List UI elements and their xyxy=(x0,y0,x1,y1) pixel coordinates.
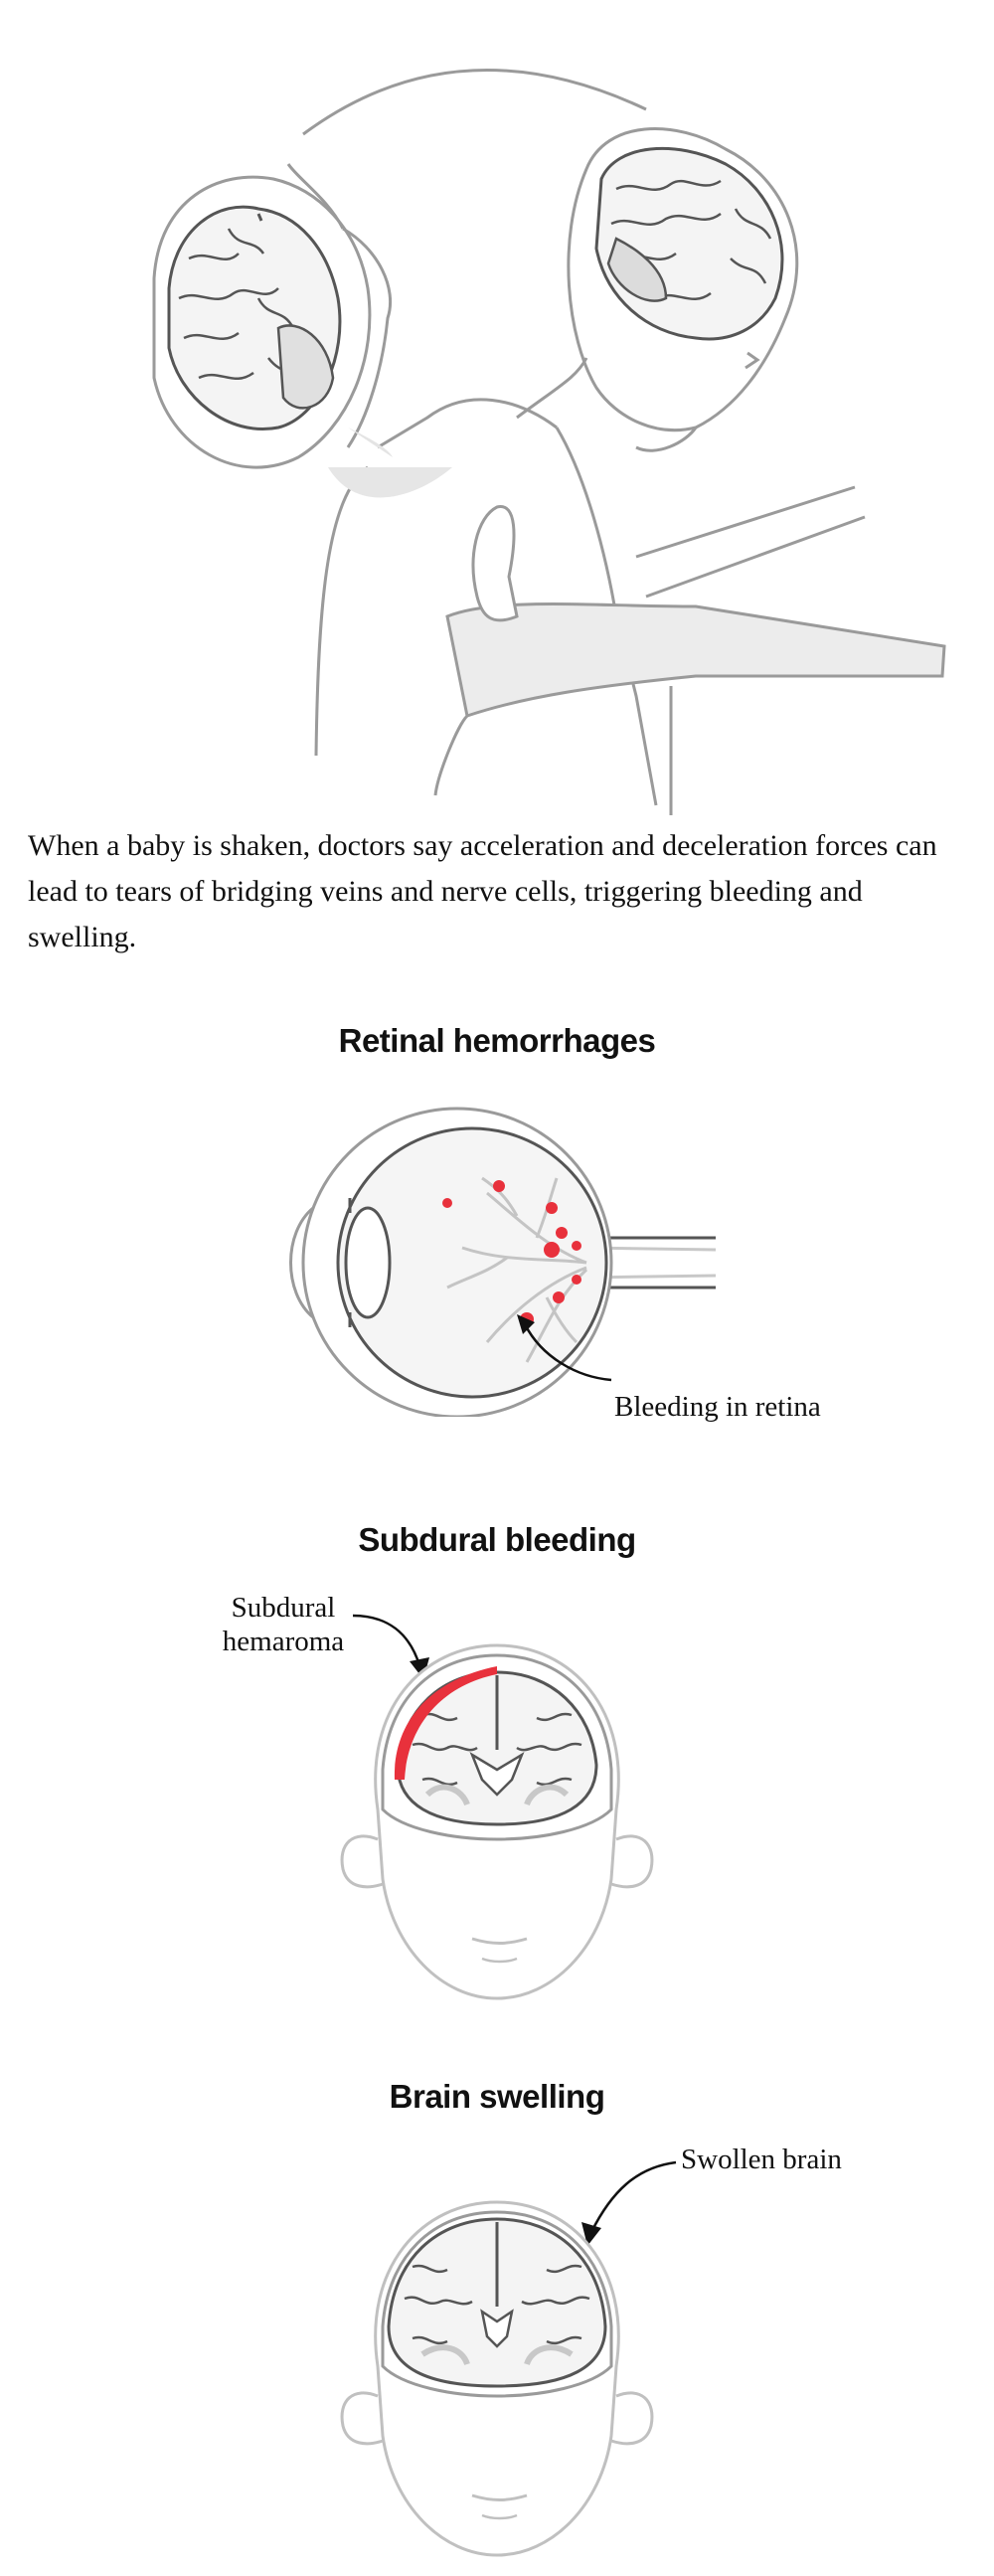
label-swollen-brain: Swollen brain xyxy=(681,2144,842,2175)
adult-arm-upper xyxy=(635,485,866,599)
shaking-illustration xyxy=(152,69,946,815)
eye-diagram xyxy=(289,1107,717,1417)
head-back-position xyxy=(152,163,393,469)
baby-body xyxy=(314,465,369,757)
swelling-head-diagram xyxy=(340,2200,654,2557)
label-line-2: hemaroma xyxy=(222,1626,345,1657)
adult-hand xyxy=(471,505,519,622)
lens xyxy=(344,1206,392,1319)
head-forward-position xyxy=(516,127,799,452)
section-heading-swelling: Brain swelling xyxy=(389,2078,605,2115)
swelling-callout-arrow xyxy=(581,2160,677,2246)
label-subdural-hemaroma: Subdural hemaroma xyxy=(194,1591,373,1658)
label-line-1: Subdural xyxy=(231,1592,336,1624)
intro-caption: When a baby is shaken, doctors say accel… xyxy=(28,829,937,953)
section-heading-subdural: Subdural bleeding xyxy=(358,1521,636,1558)
retina-callout-arrow xyxy=(517,1314,612,1382)
subdural-head-diagram xyxy=(340,1643,654,2000)
motion-arc xyxy=(302,69,647,136)
label-bleeding-in-retina: Bleeding in retina xyxy=(614,1391,821,1423)
adult-arm-lower xyxy=(445,602,946,718)
subdural-hematoma xyxy=(394,1666,497,1780)
section-heading-retinal: Retinal hemorrhages xyxy=(338,1022,656,1059)
